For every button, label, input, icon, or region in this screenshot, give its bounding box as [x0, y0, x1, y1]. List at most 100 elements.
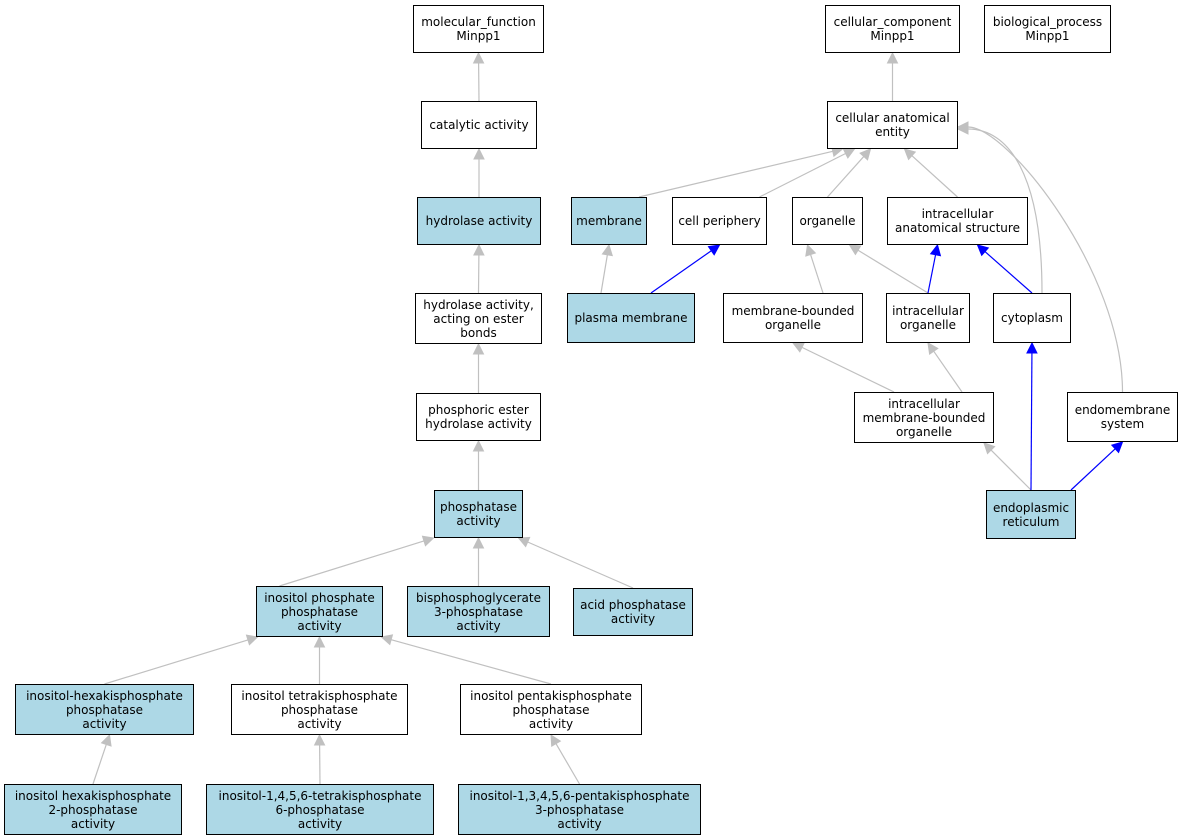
node-phosphoric-ester-hydrolase[interactable]: phosphoric ester hydrolase activity: [416, 393, 541, 441]
node-label: intracellular anatomical structure: [895, 207, 1020, 235]
node-label: cell periphery: [678, 214, 761, 228]
edge-is-a: [759, 152, 846, 198]
node-endoplasmic-reticulum[interactable]: endoplasmic reticulum: [986, 490, 1076, 539]
node-hydrolase-activity-ester[interactable]: hydrolase activity, acting on ester bond…: [415, 293, 542, 344]
node-cellular-anatomical-entity[interactable]: cellular anatomical entity: [827, 101, 958, 149]
edge-is-a: [92, 744, 107, 785]
node-label: endomembrane system: [1074, 403, 1171, 431]
edge-arrowhead: [805, 243, 817, 257]
node-acid-phosphatase[interactable]: acid phosphatase activity: [573, 588, 693, 636]
node-membrane[interactable]: membrane: [571, 197, 647, 245]
edge-is-a: [990, 449, 1032, 491]
edge-arrowhead: [517, 536, 531, 548]
node-inositol-phosphate-phosphatase[interactable]: inositol phosphate phosphatase activity: [256, 586, 383, 637]
node-bisphosphoglycerate-3-phosphatase[interactable]: bisphosphoglycerate 3-phosphatase activi…: [407, 586, 550, 637]
node-intracellular-membrane-bounded-organelle[interactable]: intracellular membrane-bounded organelle: [854, 392, 994, 443]
edge-arrowhead: [473, 243, 485, 256]
node-hydrolase-activity[interactable]: hydrolase activity: [417, 197, 541, 245]
node-label: intracellular membrane-bounded organelle: [862, 396, 986, 439]
edge-arrowhead: [472, 536, 485, 549]
node-label: acid phosphatase activity: [580, 598, 686, 626]
edge-is-a: [911, 155, 958, 198]
edge-arrowhead: [245, 634, 259, 646]
node-label: phosphoric ester hydrolase activity: [425, 403, 532, 431]
edge-is-a: [933, 350, 963, 393]
edge-arrowhead: [550, 734, 562, 747]
edge-arrowhead: [100, 733, 112, 747]
node-label: membrane-bounded organelle: [731, 304, 855, 332]
edge-is-a: [638, 150, 833, 198]
node-inositol-tetrakisphosphate-phosphatase[interactable]: inositol tetrakisphosphate phosphatase a…: [231, 684, 408, 735]
node-label: endoplasmic reticulum: [992, 500, 1070, 529]
node-phosphatase-activity[interactable]: phosphatase activity: [434, 490, 523, 538]
node-catalytic-activity[interactable]: catalytic activity: [421, 101, 537, 149]
edge-arrowhead: [929, 243, 942, 257]
node-cytoplasm[interactable]: cytoplasm: [993, 293, 1071, 343]
node-endomembrane-system[interactable]: endomembrane system: [1067, 392, 1178, 442]
node-label: catalytic activity: [429, 118, 529, 132]
edge-arrowhead: [927, 342, 939, 355]
node-molecular-function[interactable]: molecular_function Minpp1: [413, 5, 544, 53]
node-label: hydrolase activity: [425, 214, 533, 228]
node-organelle[interactable]: organelle: [792, 197, 863, 245]
node-label: inositol-1,4,5,6-tetrakisphosphate 6-pho…: [218, 788, 422, 831]
edge-arrowhead: [842, 148, 856, 159]
edge-arrowhead: [886, 51, 899, 64]
edge-arrowhead: [903, 148, 917, 161]
edge-is-a: [555, 743, 581, 785]
edge-arrowhead: [956, 121, 969, 133]
node-inositol-1456-tetrakisphosphate-6-phosphatase[interactable]: inositol-1,4,5,6-tetrakisphosphate 6-pho…: [206, 784, 434, 835]
node-membrane-bounded-organelle[interactable]: membrane-bounded organelle: [723, 293, 863, 343]
node-label: inositol hexakisphosphate 2-phosphatase …: [14, 788, 172, 831]
edge-arrowhead: [380, 634, 394, 646]
edge-part-of: [984, 251, 1033, 294]
edge-arrowhead: [472, 51, 485, 64]
edge-part-of: [927, 254, 937, 294]
node-intracellular-anatomical-structure[interactable]: intracellular anatomical structure: [887, 197, 1028, 245]
node-label: molecular_function Minpp1: [421, 15, 536, 43]
node-intracellular-organelle[interactable]: intracellular organelle: [886, 293, 970, 343]
edge-is-a: [279, 540, 425, 587]
node-label: inositol pentakisphosphate phosphatase a…: [470, 688, 632, 731]
edge-is-a: [390, 639, 552, 685]
edge-is-a: [810, 254, 824, 294]
edge-arrowhead: [473, 147, 485, 160]
node-inositol-hexakisphosphate-phosphatase[interactable]: inositol-hexakisphosphate phosphatase ac…: [15, 684, 194, 735]
edge-is-a: [104, 639, 249, 685]
edge-arrowhead: [313, 635, 326, 648]
node-label: organelle: [799, 214, 856, 228]
node-label: cytoplasm: [1001, 311, 1063, 325]
edge-part-of: [1070, 448, 1116, 491]
node-label: biological_process Minpp1: [992, 15, 1103, 43]
edge-arrowhead: [859, 148, 872, 161]
node-inositol-pentakisphosphate-phosphatase[interactable]: inositol pentakisphosphate phosphatase a…: [460, 684, 642, 735]
edge-arrowhead: [707, 244, 721, 256]
edge-arrowhead: [983, 442, 996, 455]
edge-arrowhead: [848, 244, 862, 256]
edge-part-of: [1030, 352, 1033, 491]
node-cell-periphery[interactable]: cell periphery: [672, 197, 767, 245]
edge-arrowhead: [313, 733, 326, 746]
edge-is-a: [827, 156, 865, 198]
node-label: inositol tetrakisphosphate phosphatase a…: [241, 688, 398, 731]
edge-arrowhead: [601, 243, 614, 257]
edge-arrowhead: [791, 342, 805, 353]
node-label: bisphosphoglycerate 3-phosphatase activi…: [416, 590, 541, 633]
edge-is-a: [857, 249, 929, 294]
node-label: hydrolase activity, acting on ester bond…: [423, 297, 534, 340]
node-label: inositol phosphate phosphatase activity: [264, 590, 375, 633]
edge-part-of: [650, 250, 712, 294]
node-plasma-membrane[interactable]: plasma membrane: [567, 293, 695, 343]
node-label: cellular_component Minpp1: [833, 15, 952, 43]
edge-arrowhead: [1110, 441, 1124, 454]
node-inositol-hexakisphosphate-2-phosphatase[interactable]: inositol hexakisphosphate 2-phosphatase …: [4, 784, 182, 835]
node-inositol-13456-pentakisphosphate-3-phosphatase[interactable]: inositol-1,3,4,5,6-pentakisphosphate 3-p…: [458, 784, 701, 835]
node-label: inositol-hexakisphosphate phosphatase ac…: [26, 688, 183, 731]
node-biological-process[interactable]: biological_process Minpp1: [984, 5, 1111, 53]
edge-is-a: [801, 346, 895, 393]
node-label: cellular anatomical entity: [835, 111, 950, 139]
edge-arrowhead: [472, 439, 485, 452]
node-cellular-component[interactable]: cellular_component Minpp1: [825, 5, 960, 53]
